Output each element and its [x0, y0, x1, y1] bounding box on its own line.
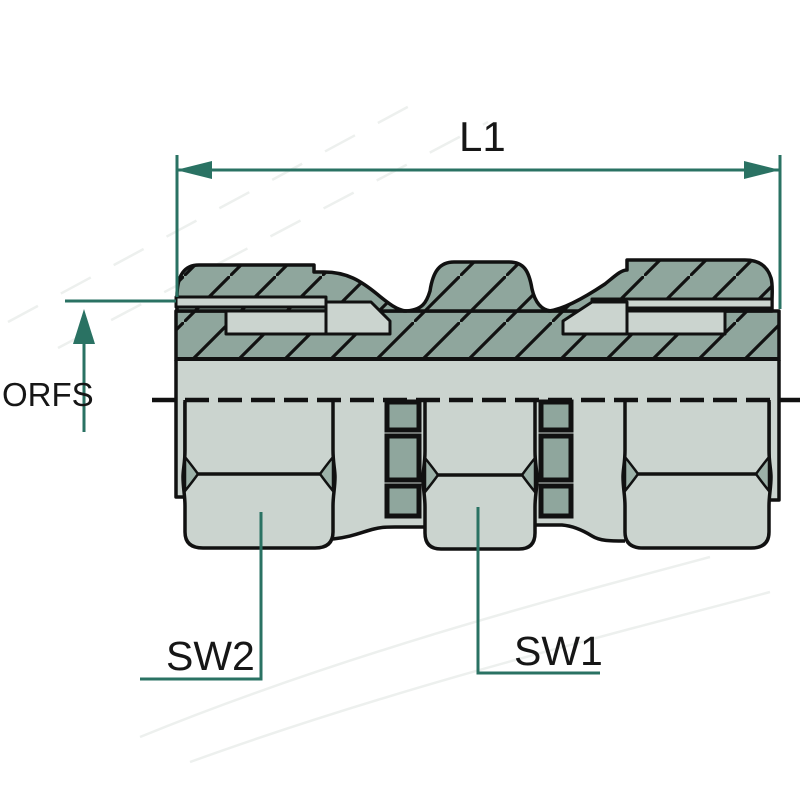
callout-sw1: SW1: [476, 507, 603, 675]
serration-block: [538, 433, 574, 483]
hex-chamfer-facet: [183, 453, 200, 495]
body-band: [176, 361, 779, 400]
right-tube-nose: [561, 300, 629, 336]
watermark-arc: [139, 555, 711, 739]
left-serrations: [384, 399, 422, 519]
right-neck-outline: [535, 523, 626, 543]
arrowhead-left-icon: [176, 161, 212, 179]
watermark-line: [57, 120, 489, 350]
serration-block: [538, 483, 574, 519]
watermark: [7, 94, 771, 764]
left-sleeve-strip: [174, 295, 328, 309]
orfs-label: ORFS: [2, 376, 94, 413]
nut-outline: [181, 400, 337, 550]
watermark-arc: [189, 590, 771, 764]
arrowhead-right-icon: [744, 161, 780, 179]
arrowhead-up-icon: [73, 309, 95, 344]
serration-block: [538, 399, 574, 433]
left-tube-nose: [324, 300, 392, 336]
right-tube-end: [625, 309, 727, 336]
serration-block: [384, 483, 422, 519]
fitting-outside-view: [152, 360, 800, 551]
dimension-orfs: ORFS: [2, 299, 176, 432]
hex-chamfer-facet: [520, 454, 537, 496]
hex-chamfer-facet: [318, 453, 335, 495]
hex-chamfer-facet: [623, 453, 640, 495]
serration-block: [384, 433, 422, 483]
right-serrations: [538, 399, 574, 519]
watermark-line: [7, 94, 429, 324]
dimension-l1-label: L1: [459, 113, 506, 160]
fitting-cross-section: [174, 258, 781, 363]
left-swivel-nut: [181, 400, 337, 550]
right-swivel-nut: [621, 400, 773, 550]
nut-outline: [421, 400, 539, 551]
hex-chamfer-facet: [754, 453, 771, 495]
left-neck-outline: [332, 525, 425, 541]
sw2-leader-line: [140, 512, 263, 681]
hex-chamfer-facet: [423, 454, 440, 496]
serration-block: [384, 399, 422, 433]
left-tube-end: [224, 309, 328, 336]
dimension-l1: L1: [175, 113, 782, 309]
center-body-hex: [421, 400, 539, 551]
callout-sw2: SW2: [140, 512, 263, 681]
sw1-leader-line: [476, 507, 600, 675]
sw2-label: SW2: [166, 633, 255, 679]
nut-outline: [621, 400, 773, 550]
center-hex-section: [402, 260, 553, 313]
sw1-label: SW1: [514, 628, 603, 674]
